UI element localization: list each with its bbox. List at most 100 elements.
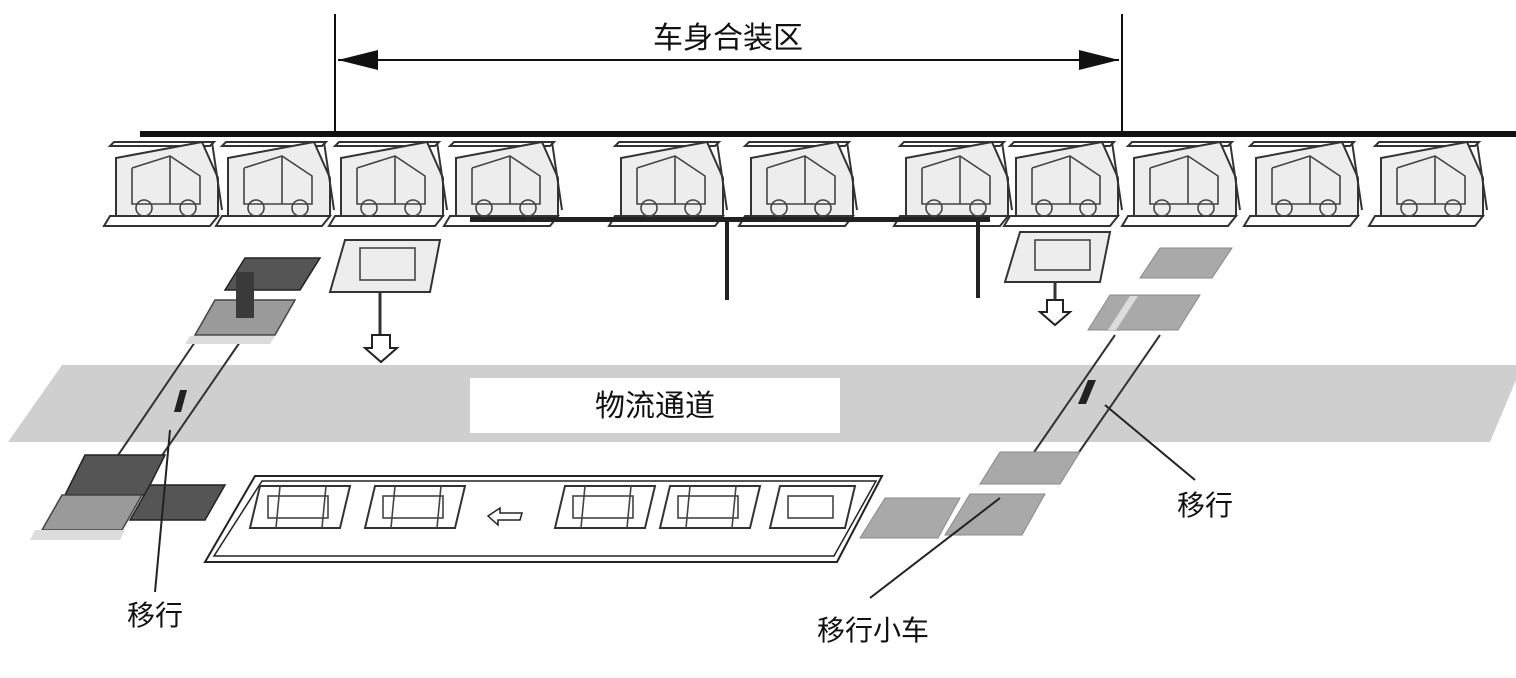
carrier-car-body bbox=[750, 140, 854, 217]
carrier-side-arm bbox=[323, 141, 335, 211]
pallet-lower-1 bbox=[979, 451, 1081, 485]
lower-conveyor-direction-arrow bbox=[486, 506, 523, 527]
carrier-car-window bbox=[921, 155, 991, 205]
left-lift-platform bbox=[328, 239, 442, 293]
carrier-wheel-rear bbox=[1197, 199, 1215, 217]
carrier-wheel-front bbox=[640, 199, 658, 217]
lower-skid bbox=[363, 485, 467, 529]
lower-skid-frame bbox=[677, 495, 739, 519]
pallet-upper-1 bbox=[1139, 247, 1233, 279]
carrier-base-rail bbox=[102, 215, 221, 227]
lower-return-conveyor bbox=[203, 475, 884, 563]
left-upper-skid-shadow bbox=[185, 336, 275, 344]
carrier-wheel-front bbox=[1275, 199, 1293, 217]
carrier-wheel-rear bbox=[519, 199, 537, 217]
carrier-base-rail bbox=[1002, 215, 1121, 227]
lower-skid-frame bbox=[382, 495, 444, 519]
carrier-side-arm bbox=[551, 141, 563, 211]
lower-skid-crossbar-a bbox=[580, 485, 586, 529]
carrier-wheel-rear bbox=[179, 199, 197, 217]
lower-skid-crossbar-b bbox=[626, 485, 632, 529]
carrier-car-window bbox=[1271, 155, 1341, 205]
left-lift-down-arrow bbox=[362, 334, 400, 364]
carrier-side-arm bbox=[1351, 141, 1363, 211]
carrier-base-rail bbox=[607, 215, 726, 227]
lower-skid bbox=[768, 485, 857, 529]
left-lower-skid-3 bbox=[128, 484, 227, 521]
carrier-side-arm bbox=[436, 141, 448, 211]
lower-skid-frame bbox=[787, 495, 834, 519]
station-conveyor bbox=[470, 217, 990, 300]
station-conveyor-bar bbox=[470, 217, 990, 222]
lower-skid-crossbar-b bbox=[731, 485, 737, 529]
carrier-wheel-front bbox=[770, 199, 788, 217]
right-track-rail-outer bbox=[1029, 334, 1116, 459]
carrier-car-window bbox=[1396, 155, 1466, 205]
lower-skid-crossbar-a bbox=[275, 485, 281, 529]
left-shift-cart-marker bbox=[174, 390, 187, 412]
shift-cart-leader-line bbox=[869, 497, 1001, 599]
left-shift-leader-line bbox=[154, 429, 171, 593]
left-lift-frame bbox=[359, 247, 416, 281]
carrier-base-rail bbox=[1242, 215, 1361, 227]
carrier-wheel-rear bbox=[1444, 199, 1462, 217]
left-upper-skid bbox=[185, 257, 322, 344]
carrier-car-body bbox=[1380, 140, 1484, 217]
carrier-wheel-rear bbox=[291, 199, 309, 217]
lower-skid-frame bbox=[572, 495, 634, 519]
carrier-side-arm bbox=[1111, 141, 1123, 211]
shift-cart-label: 移行小车 bbox=[817, 614, 929, 647]
carrier-car-window bbox=[636, 155, 706, 205]
carrier-car-body bbox=[227, 140, 331, 217]
carrier-wheel-front bbox=[360, 199, 378, 217]
overhead-carrier bbox=[102, 140, 223, 227]
lower-skid-outline bbox=[553, 485, 657, 529]
pallet-upper-2 bbox=[1087, 294, 1201, 331]
lower-skid bbox=[248, 485, 352, 529]
overhead-carrier bbox=[737, 140, 858, 227]
carrier-side-arm bbox=[716, 141, 728, 211]
carrier-side-arm bbox=[1476, 141, 1488, 211]
carrier-base-rail bbox=[892, 215, 1011, 227]
left-shift-track bbox=[107, 341, 241, 471]
overhead-carrier bbox=[442, 140, 563, 227]
left-lift-table bbox=[328, 239, 442, 364]
carrier-wheel-rear bbox=[969, 199, 987, 217]
overhead-carrier bbox=[1002, 140, 1123, 227]
left-track-rail-outer bbox=[107, 341, 196, 471]
logistics-channel-label: 物流通道 bbox=[595, 389, 715, 424]
right-shift-track bbox=[1029, 334, 1161, 459]
carrier-car-body bbox=[455, 140, 559, 217]
carrier-side-arm bbox=[1229, 141, 1241, 211]
logistics-channel-label-box bbox=[470, 378, 840, 433]
carrier-wheel-rear bbox=[1079, 199, 1097, 217]
pallet-lower-3 bbox=[944, 493, 1046, 536]
carrier-car-window bbox=[1149, 155, 1219, 205]
logistics-channel: 物流通道 bbox=[8, 365, 1516, 442]
lower-skid-crossbar-b bbox=[321, 485, 327, 529]
right-upper-pallets bbox=[1087, 247, 1233, 331]
overhead-carrier bbox=[1242, 140, 1363, 227]
carrier-car-body bbox=[1255, 140, 1359, 217]
right-shift-cart-marker bbox=[1078, 380, 1096, 404]
overhead-carrier bbox=[1367, 140, 1488, 227]
carrier-wheel-front bbox=[247, 199, 265, 217]
right-lift-table bbox=[1003, 231, 1112, 327]
overhead-carrier bbox=[607, 140, 728, 227]
carrier-wheel-front bbox=[1035, 199, 1053, 217]
lower-skid-crossbar-a bbox=[685, 485, 691, 529]
left-lower-skid-shadow bbox=[30, 530, 125, 540]
carrier-side-arm bbox=[211, 141, 223, 211]
carrier-car-window bbox=[766, 155, 836, 205]
pallet-upper-2-seam bbox=[1108, 296, 1138, 330]
lower-conveyor-bed bbox=[203, 475, 884, 563]
carrier-wheel-rear bbox=[404, 199, 422, 217]
left-track-rail-inner bbox=[151, 341, 241, 471]
carrier-wheel-rear bbox=[684, 199, 702, 217]
lower-conveyor-inner-edge bbox=[212, 480, 878, 557]
lower-skid-crossbar-a bbox=[390, 485, 396, 529]
carrier-base-rail bbox=[442, 215, 561, 227]
carrier-car-window bbox=[356, 155, 426, 205]
carrier-car-body bbox=[905, 140, 1009, 217]
carrier-car-window bbox=[1031, 155, 1101, 205]
